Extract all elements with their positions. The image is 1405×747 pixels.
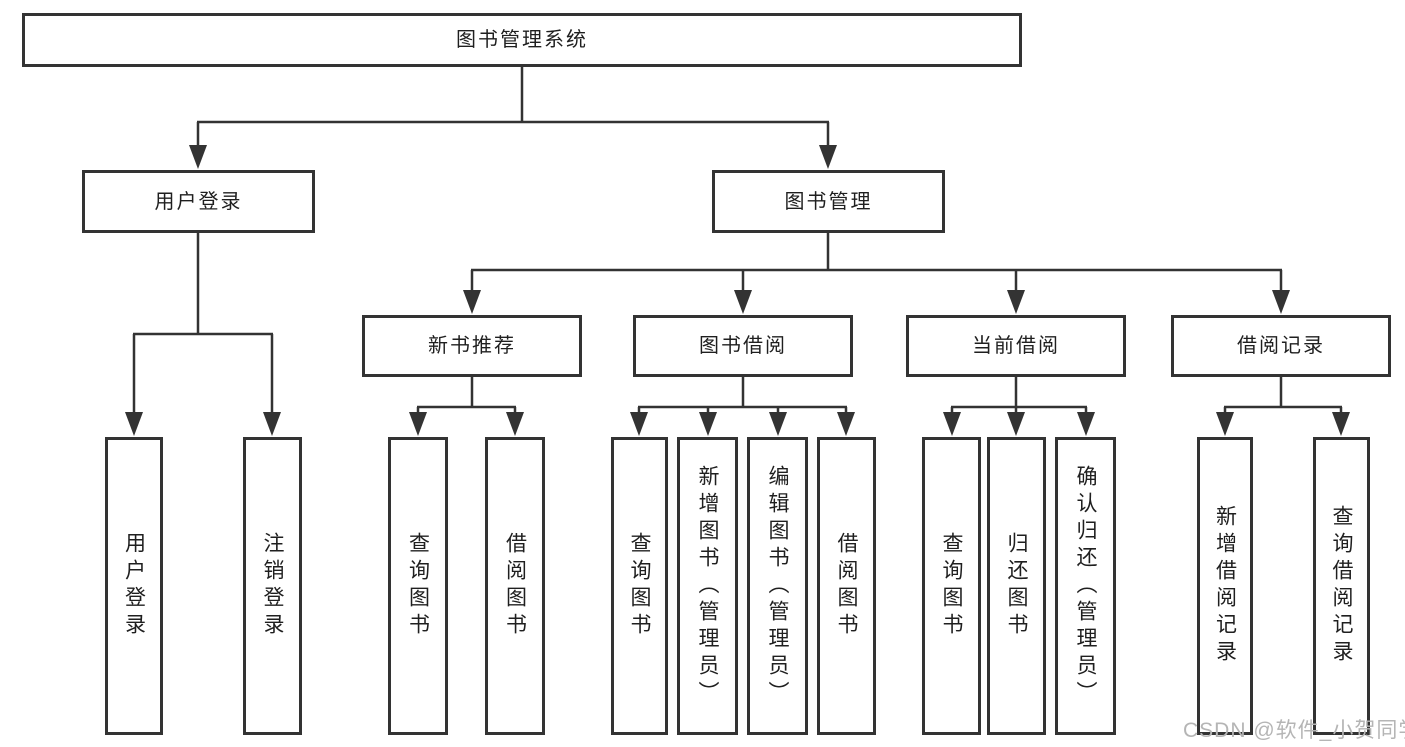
arrowhead [1216,412,1234,436]
node-book-borrowing: 图书借阅 [633,315,853,377]
leaf-query-books-borrowing: 查询图书 [611,437,668,735]
node-borrowing-records: 借阅记录 [1171,315,1391,377]
arrowhead [1272,290,1290,314]
node-book-management: 图书管理 [712,170,945,233]
leaf-confirm-return-admin: 确认归还（管理员） [1055,437,1116,735]
csdn-watermark: CSDN @软件_小贺同学 [1183,719,1405,742]
leaf-query-borrow-record: 查询借阅记录 [1313,437,1370,735]
arrowhead [1077,412,1095,436]
arrowhead [769,412,787,436]
leaf-add-borrow-record: 新增借阅记录 [1197,437,1253,735]
arrowhead [943,412,961,436]
leaf-edit-book-admin: 编辑图书（管理员） [747,437,808,735]
arrowhead [699,412,717,436]
leaf-logout: 注销登录 [243,437,302,735]
arrowhead [630,412,648,436]
arrowhead [1332,412,1350,436]
arrowhead [409,412,427,436]
leaf-return-books: 归还图书 [987,437,1046,735]
arrowhead [125,412,143,436]
leaf-add-book-admin: 新增图书（管理员） [677,437,738,735]
arrowhead [837,412,855,436]
arrowhead [819,145,837,169]
node-current-borrowing: 当前借阅 [906,315,1126,377]
leaf-borrow-books-borrowing: 借阅图书 [817,437,876,735]
arrowhead [463,290,481,314]
leaf-query-books-recommend: 查询图书 [388,437,448,735]
arrowhead [189,145,207,169]
arrowhead [734,290,752,314]
node-new-book-recommendation: 新书推荐 [362,315,582,377]
node-user-login: 用户登录 [82,170,315,233]
arrowhead [1007,290,1025,314]
node-library-management-system: 图书管理系统 [22,13,1022,67]
leaf-user-login: 用户登录 [105,437,163,735]
leaf-query-books-current: 查询图书 [922,437,981,735]
arrowhead [506,412,524,436]
arrowhead [263,412,281,436]
arrowhead [1007,412,1025,436]
leaf-borrow-books-recommend: 借阅图书 [485,437,545,735]
